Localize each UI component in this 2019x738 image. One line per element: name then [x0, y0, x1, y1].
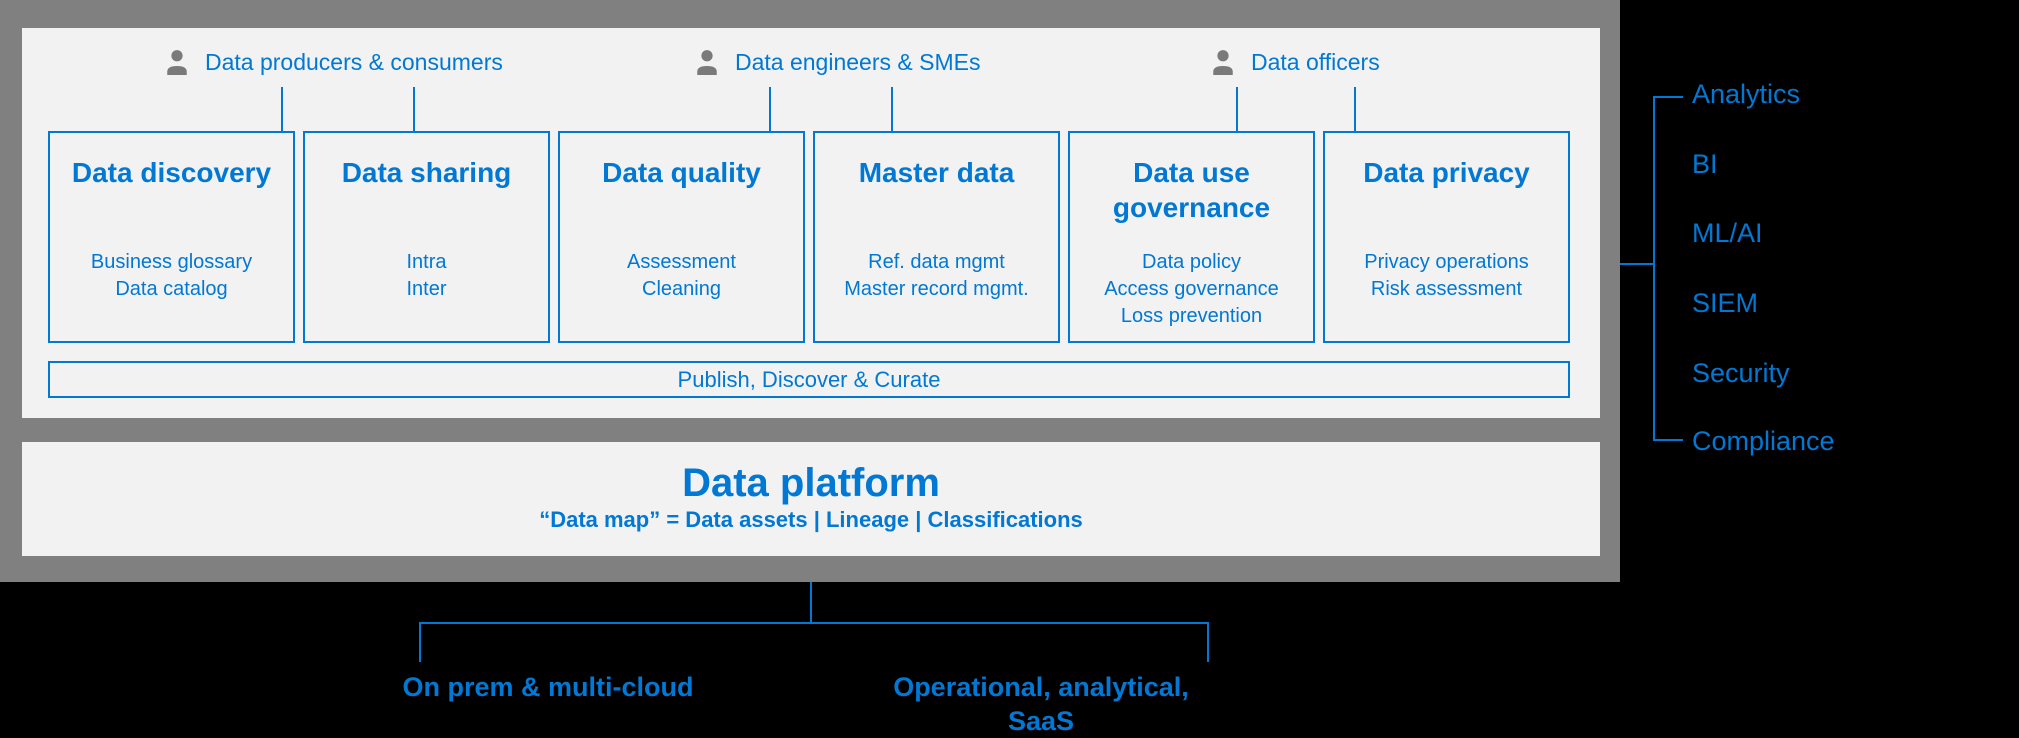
capability-box-data-discovery: Data discovery Business glossary Data ca… — [48, 131, 295, 343]
source-label-on-prem: On prem & multi-cloud — [402, 672, 694, 702]
box-item: Ref. data mgmt — [868, 251, 1005, 273]
publish-bar-label: Publish, Discover & Curate — [677, 366, 941, 392]
source-drop-line — [1207, 622, 1209, 662]
source-drop-line — [419, 622, 421, 662]
bracket-vertical-line — [1653, 96, 1655, 441]
box-title: Data use governance — [1112, 157, 1271, 223]
persona-data-producers: Data producers & consumers — [162, 46, 503, 78]
box-item: Access governance — [1104, 278, 1279, 300]
box-body: Business glossary Data catalog — [50, 249, 293, 303]
persona-label: Data engineers & SMEs — [735, 48, 981, 75]
sources-branch-line — [419, 622, 1209, 624]
box-title: Master data — [858, 157, 1015, 188]
data-platform-title: Data platform — [682, 461, 940, 505]
connector-line — [1236, 87, 1238, 131]
box-title: Data sharing — [341, 157, 512, 188]
consumer-label-bi: BI — [1692, 149, 1718, 179]
connector-line — [413, 87, 415, 131]
box-item: Data catalog — [115, 278, 228, 300]
capability-box-data-sharing: Data sharing Intra Inter — [303, 131, 550, 343]
platform-stem-line — [810, 582, 812, 624]
data-platform-subtitle: “Data map” = Data assets | Lineage | Cla… — [539, 507, 1083, 532]
box-body: Data policy Access governance Loss preve… — [1070, 249, 1313, 330]
consumer-label-security: Security — [1692, 358, 1790, 388]
capabilities-panel — [22, 28, 1600, 418]
consumer-label-compliance: Compliance — [1692, 426, 1835, 456]
consumer-label-siem: SIEM — [1692, 288, 1759, 318]
consumer-label-analytics: Analytics — [1692, 79, 1801, 109]
person-icon — [167, 49, 187, 75]
box-title: Data discovery — [71, 157, 272, 188]
box-item: Business glossary — [90, 251, 253, 273]
box-item: Data policy — [1142, 251, 1241, 273]
box-title: Data quality — [602, 157, 761, 188]
persona-data-engineers: Data engineers & SMEs — [692, 46, 980, 78]
box-body: Privacy operations Risk assessment — [1325, 249, 1568, 303]
box-body: Intra Inter — [305, 249, 548, 303]
capability-box-master-data: Master data Ref. data mgmt Master record… — [813, 131, 1060, 343]
publish-discover-curate-bar: Publish, Discover & Curate — [48, 361, 1570, 398]
persona-label: Data officers — [1251, 48, 1380, 75]
connector-line — [891, 87, 893, 131]
persona-label: Data producers & consumers — [205, 48, 503, 75]
person-icon — [1213, 49, 1233, 75]
capability-box-data-privacy: Data privacy Privacy operations Risk ass… — [1323, 131, 1570, 343]
connector-line — [281, 87, 283, 131]
data-platform-panel: Data platform “Data map” = Data assets |… — [22, 442, 1600, 556]
persona-data-officers: Data officers — [1208, 46, 1380, 78]
box-item: Privacy operations — [1364, 251, 1529, 273]
box-body: Ref. data mgmt Master record mgmt. — [815, 249, 1058, 303]
box-body: Assessment Cleaning — [560, 249, 803, 303]
box-item: Assessment — [627, 251, 736, 273]
connector-line — [1354, 87, 1356, 131]
bracket-bottom-tick — [1653, 439, 1683, 441]
box-item: Loss prevention — [1120, 305, 1263, 327]
capability-box-data-quality: Data quality Assessment Cleaning — [558, 131, 805, 343]
capability-box-data-use-governance: Data use governance Data policy Access g… — [1068, 131, 1315, 343]
box-title: Data privacy — [1363, 157, 1530, 188]
consumer-label-ml-ai: ML/AI — [1692, 218, 1763, 248]
box-item: Master record mgmt. — [844, 278, 1029, 300]
bracket-stub-line — [1620, 263, 1655, 265]
box-item: Risk assessment — [1370, 278, 1523, 300]
person-icon — [697, 49, 717, 75]
source-label-operational: Operational, analytical, SaaS — [893, 672, 1189, 736]
box-item: Cleaning — [642, 278, 721, 300]
box-item: Intra — [406, 251, 447, 273]
connector-line — [769, 87, 771, 131]
bracket-top-tick — [1653, 96, 1683, 98]
box-item: Inter — [406, 278, 447, 300]
